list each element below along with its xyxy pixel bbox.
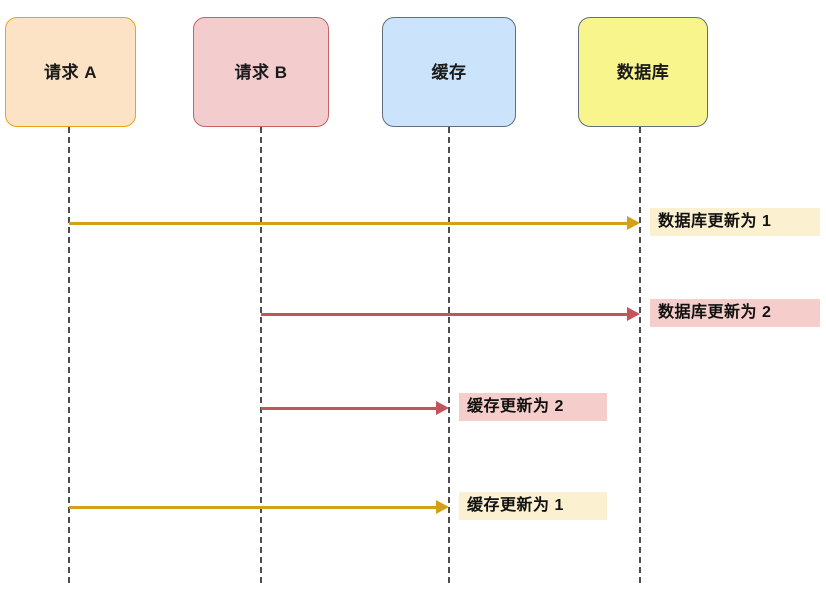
message-label-text: 缓存更新为 1 (467, 496, 564, 514)
participant-request-a[interactable]: 请求 A (5, 17, 136, 127)
arrowhead-icon-msg-4 (436, 500, 449, 514)
message-line-msg-1[interactable] (69, 222, 629, 225)
arrowhead-icon-msg-3 (436, 401, 449, 415)
message-line-msg-4[interactable] (69, 506, 438, 509)
message-line-msg-2[interactable] (261, 313, 629, 316)
message-label-msg-4[interactable]: 缓存更新为 1 (459, 492, 607, 520)
participant-request-b[interactable]: 请求 B (193, 17, 329, 127)
lifeline-cache (448, 127, 450, 583)
arrowhead-icon-msg-2 (627, 307, 640, 321)
message-label-msg-2[interactable]: 数据库更新为 2 (650, 299, 820, 327)
message-label-msg-3[interactable]: 缓存更新为 2 (459, 393, 607, 421)
message-label-text: 数据库更新为 1 (658, 212, 772, 230)
participant-label: 缓存 (431, 62, 467, 82)
participant-label: 请求 B (234, 62, 288, 82)
participant-database[interactable]: 数据库 (578, 17, 708, 127)
message-line-msg-3[interactable] (261, 407, 438, 410)
lifeline-request-b (260, 127, 262, 583)
message-label-msg-1[interactable]: 数据库更新为 1 (650, 208, 820, 236)
message-label-text: 缓存更新为 2 (467, 397, 564, 415)
message-label-text: 数据库更新为 2 (658, 303, 772, 321)
lifeline-request-a (68, 127, 70, 583)
lifeline-database (639, 127, 641, 583)
arrowhead-icon-msg-1 (627, 216, 640, 230)
participant-cache[interactable]: 缓存 (382, 17, 516, 127)
participant-label: 数据库 (616, 62, 670, 82)
participant-label: 请求 A (44, 62, 97, 82)
